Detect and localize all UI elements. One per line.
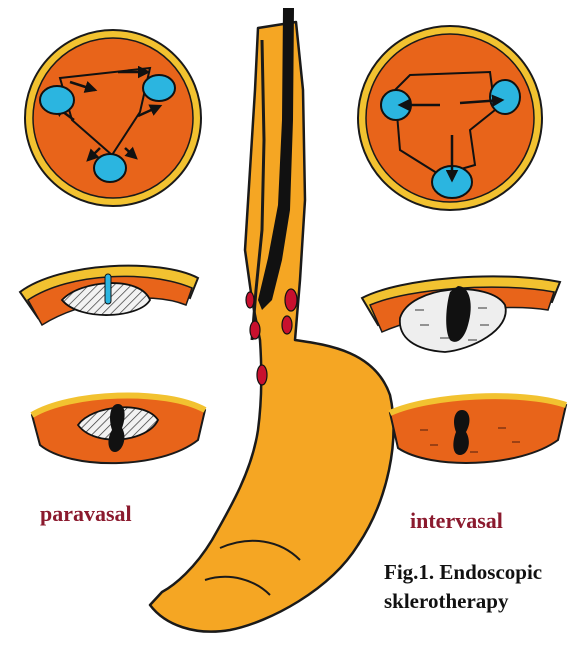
- paravasal-label: paravasal: [40, 501, 132, 527]
- intervasal-label: intervasal: [410, 508, 503, 534]
- figure-caption: Fig.1. Endoscopic sklerotherapy: [384, 558, 542, 616]
- varix-red: [285, 289, 297, 311]
- varix-blue: [143, 75, 175, 101]
- intervasal-cross-section: [358, 26, 542, 210]
- intervasal-section-2: [390, 396, 566, 463]
- caption-line-1: Fig.1. Endoscopic: [384, 558, 542, 587]
- varix-blue: [94, 154, 126, 182]
- varix-red: [246, 292, 254, 308]
- varix-blue: [40, 86, 74, 114]
- paravasal-cross-section: [25, 30, 201, 206]
- varix-red: [282, 316, 292, 334]
- varix-blue: [490, 80, 520, 114]
- varix-red: [250, 321, 260, 339]
- intervasal-section-1: [362, 276, 560, 352]
- paravasal-section-1: [20, 266, 198, 325]
- paravasal-section-2: [32, 395, 205, 463]
- caption-line-2: sklerotherapy: [384, 587, 542, 616]
- varix-red: [257, 365, 267, 385]
- varix-blue: [105, 274, 111, 304]
